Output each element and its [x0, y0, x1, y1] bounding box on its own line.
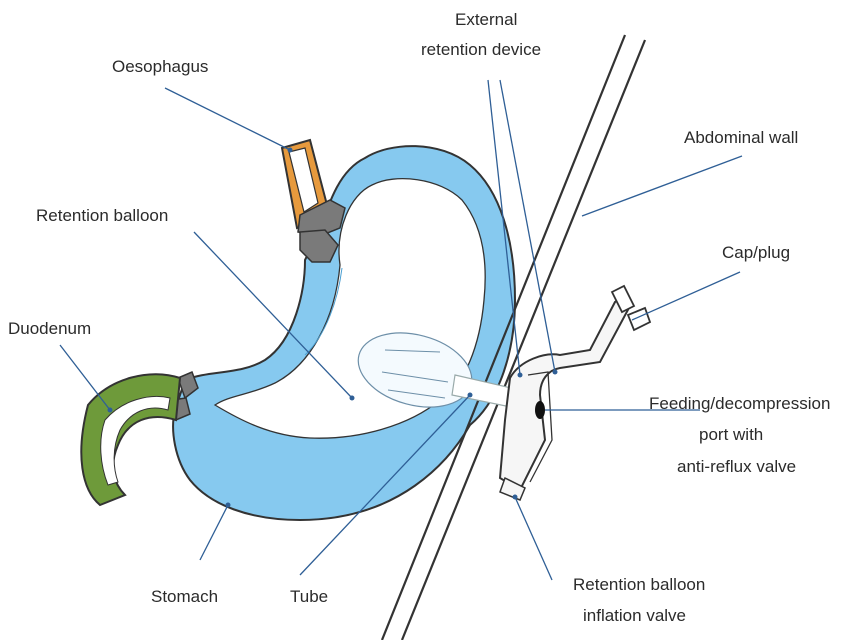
- label-external-line1: External: [455, 10, 517, 29]
- label-feeding-line2: port with: [699, 425, 763, 444]
- label-stomach: Stomach: [151, 587, 218, 606]
- label-retention-balloon: Retention balloon: [36, 206, 168, 225]
- stomach-shape: [173, 146, 515, 520]
- label-inflation-line2: inflation valve: [583, 606, 686, 625]
- leader-abdominal-wall: [582, 156, 742, 216]
- leader-duodenum: [60, 345, 110, 410]
- label-external-line2: retention device: [421, 40, 541, 59]
- label-tube: Tube: [290, 587, 328, 606]
- leader-cap-plug: [632, 272, 740, 320]
- label-duodenum: Duodenum: [8, 319, 91, 338]
- leader-oesophagus: [165, 88, 290, 150]
- duodenum-shape: [81, 374, 180, 505]
- label-cap-plug: Cap/plug: [722, 243, 790, 262]
- leader-stomach: [200, 505, 228, 560]
- external-device: [500, 296, 630, 500]
- leader-inflation-valve: [515, 497, 552, 580]
- label-oesophagus: Oesophagus: [112, 57, 208, 76]
- label-feeding-line3: anti-reflux valve: [677, 457, 796, 476]
- label-abdominal-wall: Abdominal wall: [684, 128, 798, 147]
- label-feeding-line1: Feeding/decompression: [649, 394, 830, 413]
- label-inflation-line1: Retention balloon: [573, 575, 705, 594]
